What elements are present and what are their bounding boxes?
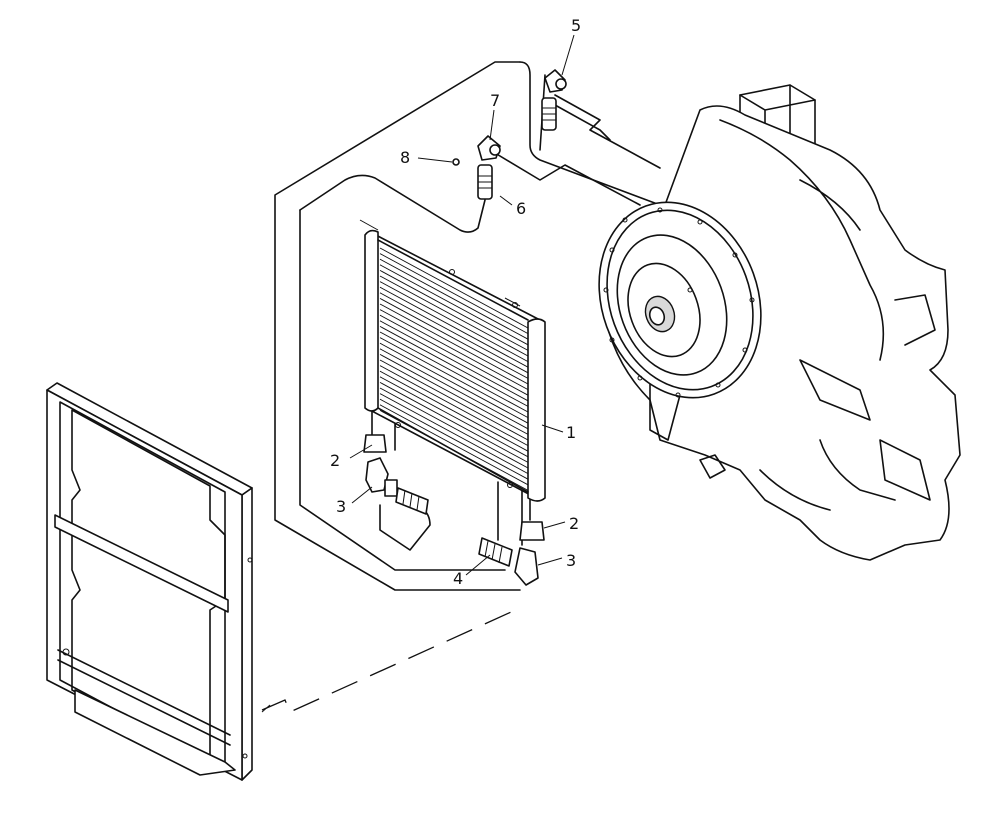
fitting-elbow-5	[544, 69, 567, 93]
cooler-fin	[379, 314, 529, 396]
callout-2-lower: 2	[569, 514, 579, 533]
fitting-adapter-4	[478, 537, 513, 567]
callout-8: 8	[400, 148, 410, 167]
cooler-fin	[379, 348, 529, 430]
oil-cooler	[359, 219, 546, 502]
callout-2-upper: 2	[330, 451, 340, 470]
cooler-fin	[379, 253, 529, 334]
radiator-frame	[46, 382, 253, 781]
cooler-fin	[379, 337, 529, 418]
cooler-fin	[379, 404, 529, 486]
cooler-fin	[379, 275, 529, 357]
callout-4: 4	[453, 569, 463, 588]
cooler-fin	[379, 398, 529, 480]
cooler-fin	[379, 281, 529, 362]
fitting-elbow-3a	[365, 457, 398, 497]
cooler-fin	[379, 292, 529, 374]
cooler-fin	[379, 303, 529, 385]
cooler-fin	[379, 247, 529, 329]
plug-8	[452, 158, 460, 166]
fitting-elbow-3b	[514, 547, 539, 586]
cooler-fin	[379, 387, 529, 469]
cooler-fin	[379, 331, 529, 413]
hose-routing	[274, 61, 661, 591]
fitting-elbow-7	[477, 135, 501, 161]
cooler-fin	[379, 354, 529, 435]
fitting-adapter-5	[541, 97, 557, 131]
alignment-dash-line	[261, 607, 521, 713]
callout-leaders	[349, 34, 575, 576]
cooler-fin	[379, 309, 529, 390]
fitting-nut-2a	[363, 434, 387, 453]
cooler-fin	[379, 376, 529, 458]
callout-6: 6	[516, 199, 526, 218]
cooler-fin	[379, 298, 529, 379]
cooler-fin	[379, 365, 529, 446]
cooler-fin	[379, 342, 529, 424]
cooler-fin	[379, 270, 529, 351]
cooler-fin	[379, 326, 529, 407]
fitting-connector-3a	[395, 487, 429, 515]
cooler-fin	[379, 286, 529, 368]
cooler-fin	[379, 320, 529, 402]
callout-labels: 1 2 2 3 3 4 5 6 7 8	[330, 16, 581, 588]
callout-7: 7	[490, 91, 500, 110]
cooler-fin	[379, 264, 529, 346]
callout-3-lower: 3	[566, 551, 576, 570]
alignment-dash-line-2	[261, 704, 271, 713]
cooler-fin	[379, 359, 529, 441]
callout-1: 1	[566, 423, 576, 442]
cooler-fin	[379, 382, 529, 463]
transmission-housing	[598, 84, 961, 561]
fitting-nut-2b	[519, 521, 545, 541]
callout-5: 5	[571, 16, 581, 35]
cooler-fin	[379, 258, 529, 340]
cooler-fin	[379, 393, 529, 474]
cooler-fin	[379, 370, 529, 452]
fitting-adapter-6	[477, 164, 493, 200]
flange-bolts	[603, 207, 755, 398]
callout-3-upper: 3	[336, 497, 346, 516]
